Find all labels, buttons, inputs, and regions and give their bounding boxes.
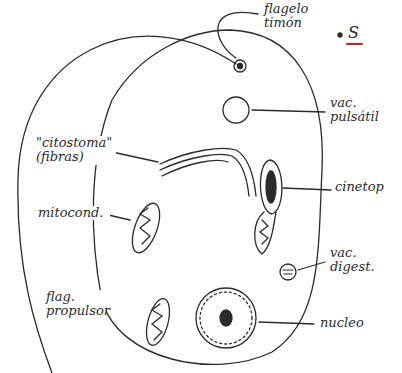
flagellum [18, 36, 236, 373]
flagellar-pocket [238, 64, 243, 69]
cytostome [160, 149, 256, 196]
cytostome [160, 155, 249, 196]
leader-line [283, 188, 331, 190]
part-label: S [346, 24, 361, 42]
part-label: nucleo [318, 316, 384, 330]
mitochondrion [142, 296, 174, 348]
kinetoplast [260, 160, 281, 214]
part-label: mitocond. [36, 206, 110, 220]
part-label: cinetop [333, 180, 399, 194]
contractile-vacuole [223, 97, 249, 123]
part-label: "citostoma" (fibras) [34, 136, 116, 165]
flagellar-pocket [234, 60, 246, 72]
leader-line [298, 262, 325, 270]
underline-mark [347, 43, 362, 45]
mitochondrion [255, 212, 276, 254]
part-label: vac. pulsátil [328, 96, 396, 125]
mitochondrion-cristae [152, 304, 162, 340]
leader-line [112, 152, 158, 162]
digestive-vacuole [280, 264, 296, 280]
cytostome [162, 161, 228, 176]
nucleus [200, 292, 252, 344]
mitochondrion-cristae [260, 220, 268, 244]
nucleus [196, 288, 256, 348]
cell-body [93, 30, 322, 364]
part-label: vac. digest. [328, 246, 394, 275]
leader-line [259, 322, 314, 324]
kinetoplast-dna [266, 171, 276, 203]
leader-line [252, 110, 325, 112]
leader-line [218, 12, 258, 58]
part-label: flag. propulsor [44, 290, 106, 319]
mitochondrion [127, 200, 165, 256]
digestive-vacuole [283, 270, 293, 274]
mitochondrion-cristae [140, 208, 150, 244]
nucleolus [220, 310, 232, 326]
part-label: flagelo timón [262, 2, 328, 31]
dot-mark [338, 33, 342, 37]
